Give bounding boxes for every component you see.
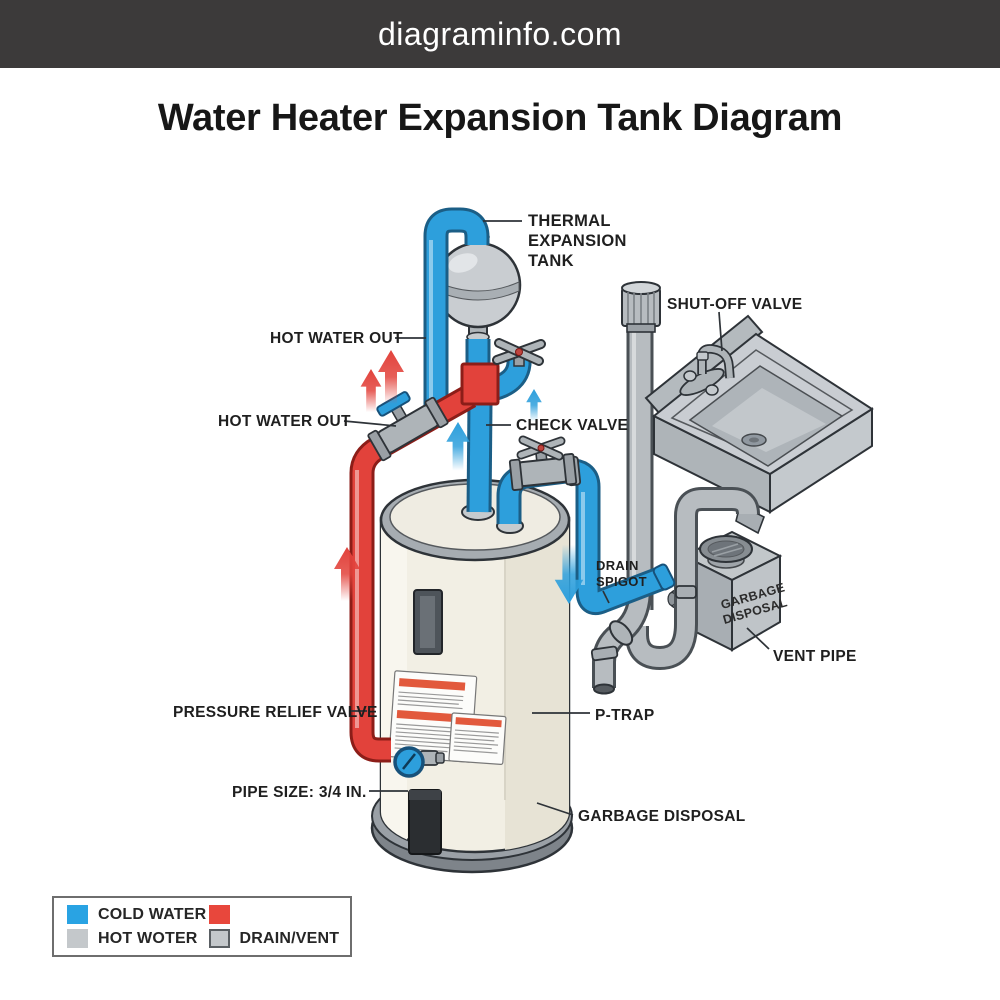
legend-swatch-drain-vent <box>208 929 230 948</box>
label-shut-off-valve: SHUT-OFF VALVE <box>667 296 802 313</box>
water-heater-tank <box>370 478 574 874</box>
legend-label-drain-vent: DRAIN/VENT <box>239 929 340 947</box>
cleanout-open-end <box>593 683 615 695</box>
site-title: diagraminfo.com <box>377 15 623 52</box>
legend-swatch-hot-water <box>208 905 230 924</box>
legend-swatch-hot-woter <box>67 929 88 948</box>
legend-row-2: HOT WOTER DRAIN/VENT <box>67 928 350 949</box>
leader-lines <box>343 220 770 816</box>
drain-pipes <box>590 487 760 695</box>
drain-spigot-union <box>652 563 676 591</box>
leader-vent-pipe <box>746 627 770 650</box>
label-thermal-line1: THERMAL <box>528 212 611 230</box>
page-title: Water Heater Expansion Tank Diagram <box>157 97 843 139</box>
thermal-expansion-tank <box>434 231 522 343</box>
label-check-valve: CHECK VALVE <box>516 417 628 434</box>
label-pipe-size: PIPE SIZE: 3/4 IN. <box>232 784 367 801</box>
drain-gauge <box>393 746 445 778</box>
faucet <box>679 344 735 396</box>
label-drain-spigot-line2: SPIGOT <box>596 574 647 589</box>
label-thermal-line2: EXPANSION <box>528 232 627 250</box>
cold-flow-arrow <box>446 422 470 471</box>
label-thermal-line3: TANK <box>528 252 574 270</box>
label-hot-water-out-lower: HOT WATER OUT <box>218 413 351 430</box>
label-garbage-disposal: GARBAGE DISPOSAL <box>578 808 746 825</box>
legend: COLD WATER HOT WOTER DRAIN/VENT <box>52 896 352 957</box>
warning-sticker <box>388 670 507 765</box>
label-p-trap: P-TRAP <box>595 707 655 724</box>
cold-inlet-valve <box>508 435 578 491</box>
legend-label-cold-water: COLD WATER <box>98 905 207 923</box>
leader-drain-spigot <box>602 590 610 604</box>
hot-flow-arrow <box>360 369 382 413</box>
leader-hot-water-out-lower <box>343 420 397 427</box>
trap-flange <box>608 620 634 646</box>
leader-garbage-disposal <box>536 802 574 816</box>
label-pressure-relief-valve: PRESSURE RELIEF VALVE <box>173 704 378 721</box>
label-drain-spigot-line1: DRAIN <box>596 558 639 573</box>
vent-pipe <box>621 281 661 610</box>
legend-swatch-cold-water <box>67 905 88 924</box>
check-valve-handle <box>492 338 546 367</box>
hot-tee-fitting <box>460 362 500 406</box>
label-vent-pipe: VENT PIPE <box>773 648 857 665</box>
hot-water-pipes <box>349 362 500 778</box>
header-bar: diagraminfo.com <box>0 0 1000 68</box>
label-hot-water-out-upper: HOT WATER OUT <box>270 330 403 347</box>
legend-row-1: COLD WATER <box>67 904 350 925</box>
legend-label-hot-woter: HOT WOTER <box>98 929 198 947</box>
leader-shut-off-valve <box>718 311 723 352</box>
callout-labels: THERMAL EXPANSION TANK SHUT-OFF VALVE HO… <box>173 212 857 825</box>
